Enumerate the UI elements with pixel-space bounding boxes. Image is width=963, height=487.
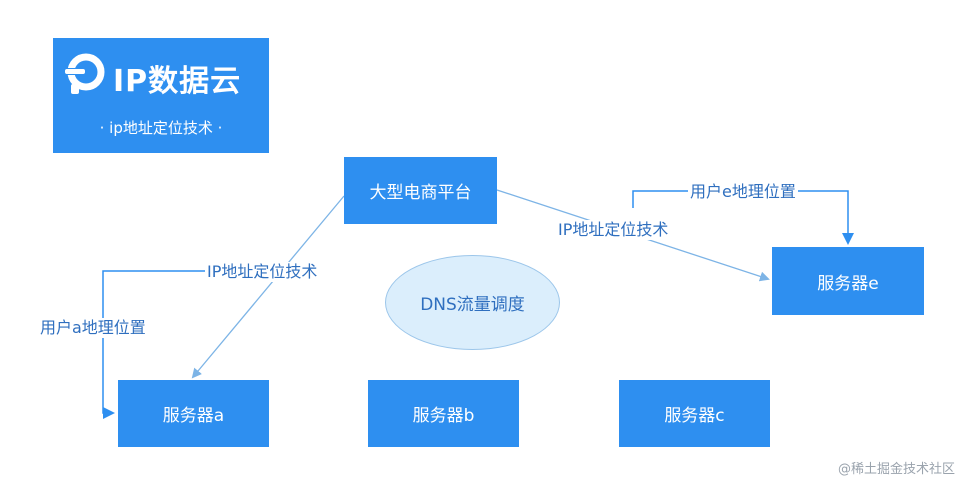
brand-tagline: · ip地址定位技术 · <box>99 119 223 137</box>
edge-label-platform-to-e: IP地址定位技术 <box>556 220 671 240</box>
node-server-e: 服务器e <box>772 247 924 315</box>
edge-label-user-a-location: 用户a地理位置 <box>38 318 148 338</box>
node-dns-traffic-scheduling: DNS流量调度 <box>385 255 560 350</box>
edge-label-platform-to-a: IP地址定位技术 <box>205 262 320 282</box>
node-server-a: 服务器a <box>118 380 269 447</box>
watermark: @稀土掘金技术社区 <box>837 462 955 477</box>
node-server-b: 服务器b <box>368 380 519 447</box>
edge-user-a-location <box>102 270 210 419</box>
node-server-c: 服务器c <box>619 380 770 447</box>
node-ecommerce-platform: 大型电商平台 <box>344 157 497 224</box>
edge-label-user-e-location: 用户e地理位置 <box>688 182 798 202</box>
brand-logo-icon <box>65 53 105 94</box>
brand-logo-card: IP数据云 · ip地址定位技术 · <box>53 38 269 153</box>
brand-name: IP数据云 <box>113 64 242 99</box>
edge-platform-to-server-a <box>191 195 345 379</box>
